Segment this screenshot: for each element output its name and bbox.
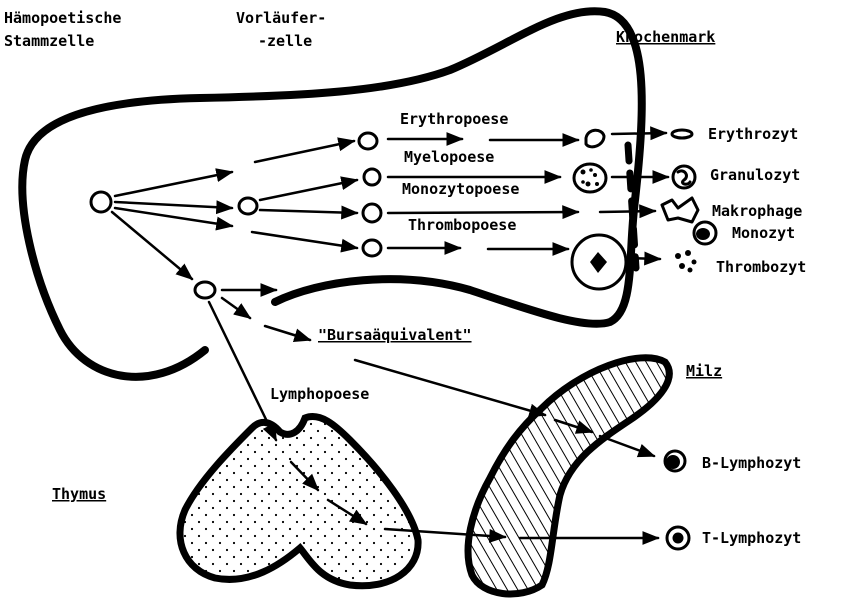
label-erythrocyte: Erythrozyt [708, 125, 798, 143]
precursor-cell [239, 198, 257, 214]
label-myelopoiesis: Myelopoese [404, 148, 494, 166]
macrophage-cell [662, 198, 698, 222]
megakaryocyte-cell [572, 235, 626, 289]
bone-marrow-outline [22, 11, 641, 377]
monocyte-cell [694, 222, 716, 244]
lymphoid-precursor-cell [195, 282, 215, 298]
label-monocyte: Monozyt [732, 224, 795, 242]
label-b-lymphocyte: B-Lymphozyt [702, 454, 801, 472]
label-precursor-2: -zelle [258, 32, 312, 50]
t-lymphocyte-cell [667, 527, 689, 549]
myelocyte-cell [574, 164, 606, 192]
thrombocyte-cells [675, 250, 697, 273]
label-thymus: Thymus [52, 485, 106, 503]
label-bursa-equivalent: "Bursaäquivalent" [318, 326, 472, 344]
label-monocytopoiesis: Monozytopoese [402, 180, 519, 198]
thymus-shape [180, 417, 418, 586]
label-thrombocyte: Thrombozyt [716, 258, 806, 276]
label-erythropoiesis: Erythropoese [400, 110, 508, 128]
b-lymphocyte-cell [665, 451, 685, 471]
label-bone-marrow: Knochenmark [616, 28, 715, 46]
label-macrophage: Makrophage [712, 202, 802, 220]
stem-cell [91, 192, 111, 212]
monocyto-precursor-cell [363, 204, 381, 222]
label-granulocyte: Granulozyt [710, 166, 800, 184]
label-spleen: Milz [686, 362, 722, 380]
spleen-shape [468, 358, 669, 594]
erythro-precursor-cell [359, 133, 377, 149]
label-stem-cell-2: Stammzelle [4, 32, 94, 50]
myelo-precursor-cell [364, 169, 380, 185]
label-stem-cell-1: Hämopoetische [4, 9, 121, 27]
erythrocyte-cell [672, 130, 692, 138]
label-lymphopoiesis: Lymphopoese [270, 385, 369, 403]
reticulocyte-cell [586, 130, 604, 147]
label-t-lymphocyte: T-Lymphozyt [702, 529, 801, 547]
thrombo-precursor-cell [363, 240, 381, 256]
label-thrombopoiesis: Thrombopoese [408, 216, 516, 234]
label-precursor-1: Vorläufer- [236, 9, 326, 27]
granulocyte-cell [673, 166, 695, 188]
